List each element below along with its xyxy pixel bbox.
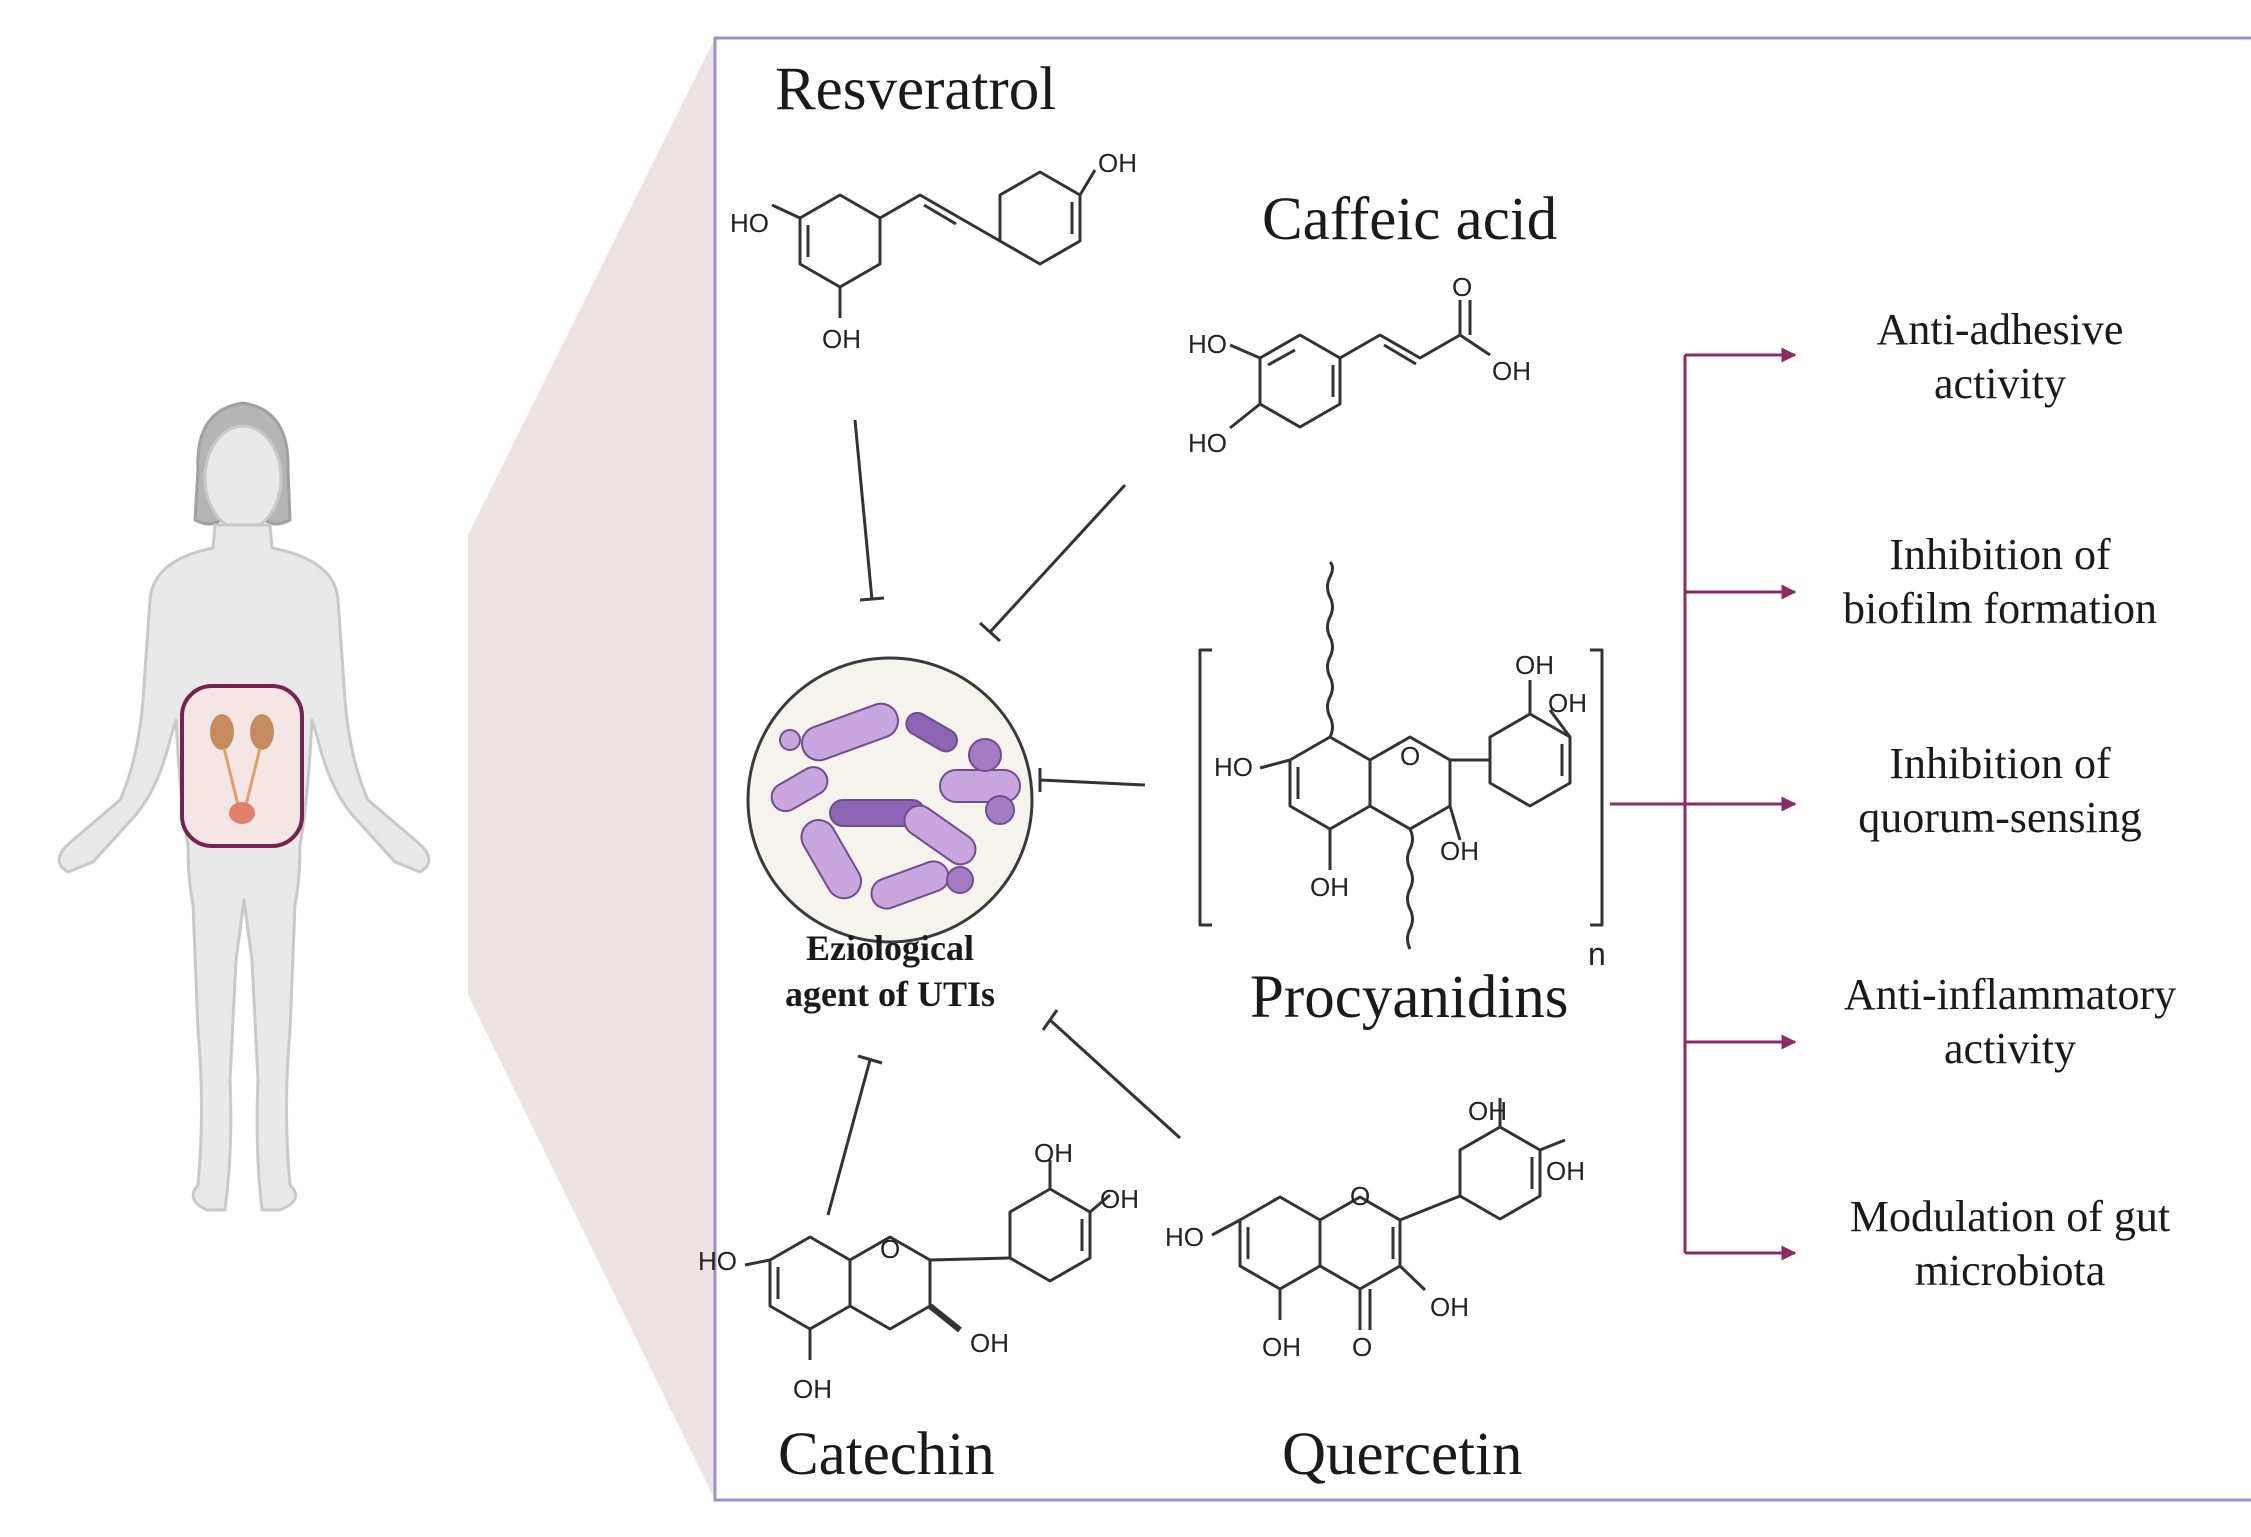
atom-label: OH: [1100, 1184, 1139, 1214]
effect-quorum-sensing: Inhibition of quorum-sensing: [1790, 737, 2210, 845]
atom-label: HO: [1188, 428, 1227, 458]
atom-label: OH: [1098, 148, 1137, 178]
effect-arrows: [1610, 347, 1797, 1261]
effect-line: biofilm formation: [1842, 584, 2158, 633]
torso: [57, 523, 431, 1212]
atom-label: OH: [1548, 688, 1587, 718]
inhibit-line-caffeic: [988, 483, 1127, 634]
effect-line: activity: [1934, 359, 2066, 408]
inhibit-line-resveratrol: [853, 419, 874, 601]
atom-label: O: [1400, 741, 1420, 771]
atom-label: OH: [1430, 1292, 1469, 1322]
agent-label-line1: Eziological: [806, 928, 974, 968]
atom-label: OH: [1034, 1138, 1073, 1168]
label-quercetin: Quercetin: [1282, 1421, 1523, 1488]
agent-label-line2: agent of UTIs: [784, 974, 995, 1014]
effect-line: Anti-inflammatory: [1843, 970, 2177, 1019]
effect-biofilm: Inhibition of biofilm formation: [1790, 528, 2210, 636]
atom-label: OH: [793, 1374, 832, 1404]
label-caffeic-acid: Caffeic acid: [1262, 186, 1558, 253]
effect-line: microbiota: [1914, 1246, 2106, 1295]
atom-label: HO: [730, 208, 769, 238]
atom-label: OH: [1310, 872, 1349, 902]
head: [203, 424, 283, 532]
atom-label: O: [1352, 1332, 1372, 1362]
effect-line: Inhibition of: [1889, 530, 2111, 579]
caffeic-acid-structure: [1229, 300, 1491, 430]
atom-label: OH: [1262, 1332, 1301, 1362]
atom-label: OH: [1546, 1156, 1585, 1186]
zoom-fan: [468, 38, 715, 1500]
atom-label: OH: [822, 324, 861, 354]
effect-anti-inflammatory: Anti-inflammatory activity: [1800, 968, 2220, 1076]
bacteria-icon: [746, 656, 1034, 944]
atom-label: OH: [1515, 650, 1554, 680]
atom-label: OH: [1492, 356, 1531, 386]
atom-label: HO: [1188, 329, 1227, 359]
effect-gut-microbiota: Modulation of gut microbiota: [1800, 1190, 2220, 1298]
atom-label: O: [1452, 272, 1472, 302]
effect-line: Modulation of gut: [1849, 1192, 2171, 1241]
inhibit-line-quercetin: [1048, 1018, 1182, 1140]
label-catechin: Catechin: [778, 1421, 995, 1488]
effect-line: activity: [1944, 1024, 2076, 1073]
inhibit-line-procyanidins: [1039, 778, 1146, 787]
inhibit-line-catechin: [826, 1059, 872, 1216]
agent-label: Eziological agent of UTIs: [770, 925, 1010, 1017]
resveratrol-structure: [771, 169, 1097, 318]
procyanidins-structure: [1198, 560, 1604, 950]
label-procyanidins: Procyanidins: [1250, 964, 1569, 1031]
effect-line: Inhibition of: [1889, 739, 2111, 788]
inhibition-lines: [826, 419, 1182, 1216]
quercetin-structure: [1211, 1098, 1566, 1330]
atom-label: O: [880, 1234, 900, 1264]
catechin-structure: [744, 1160, 1111, 1360]
atom-label: OH: [1468, 1096, 1507, 1126]
atom-label: HO: [698, 1246, 737, 1276]
effect-line: Anti-adhesive: [1876, 305, 2124, 354]
atom-label: HO: [1214, 752, 1253, 782]
polymer-subscript: n: [1588, 936, 1606, 972]
atom-label: HO: [1165, 1222, 1204, 1252]
atom-labels: OH HO OH O OH HO HO OH OH HO O OH OH OH …: [698, 148, 1606, 1404]
human-figure: [57, 401, 431, 1212]
label-resveratrol: Resveratrol: [775, 56, 1057, 123]
effect-line: quorum-sensing: [1858, 793, 2142, 842]
kidney-icon: [210, 714, 274, 824]
effect-anti-adhesive: Anti-adhesive activity: [1790, 303, 2210, 411]
atom-label: O: [1350, 1181, 1370, 1211]
atom-label: OH: [1440, 836, 1479, 866]
atom-label: OH: [970, 1328, 1009, 1358]
